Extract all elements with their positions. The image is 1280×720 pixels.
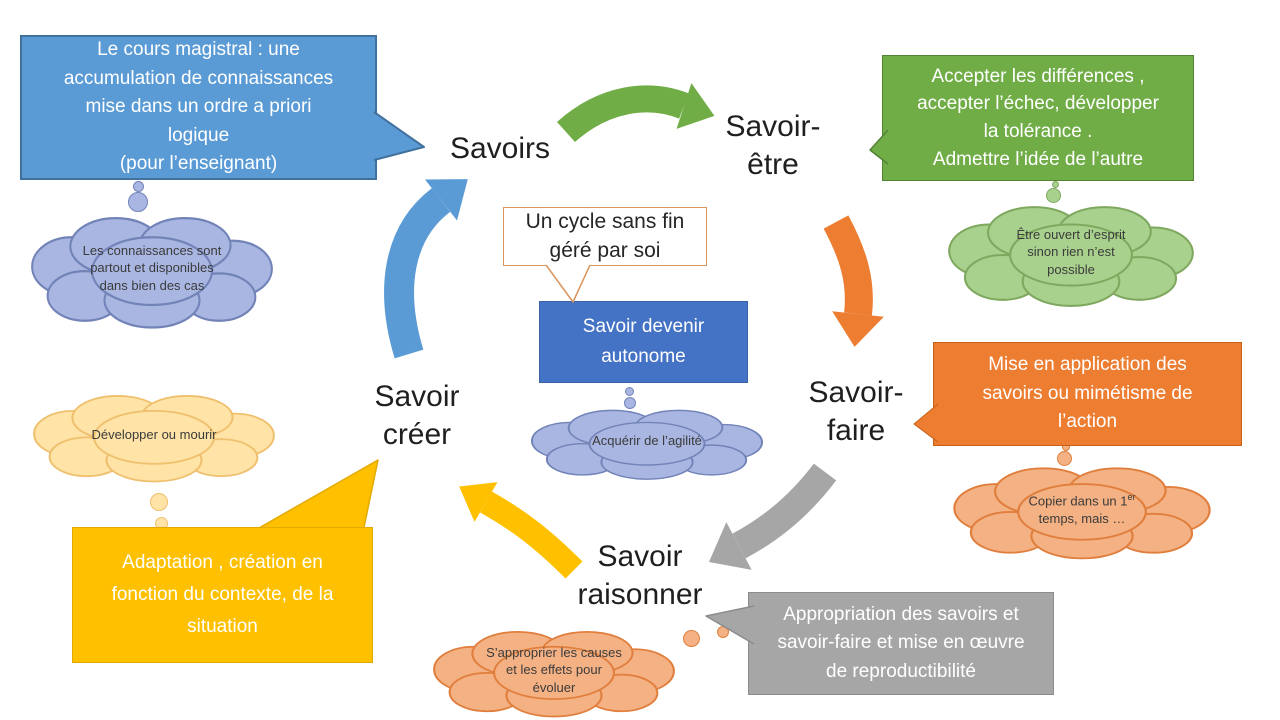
arrow-savoir-raisonner-to-savoir-creer [459,482,583,579]
thought-dot [133,181,144,192]
cloud-approprier-text: S’approprier les causes et les effets po… [486,644,622,695]
arrow-savoir-etre-to-savoir-faire [823,215,884,347]
cloud-ouvert-esprit: Être ouvert d’esprit sinon rien n’est po… [945,198,1197,310]
cloud-connaissances-text: Les connaissances sont partout et dispon… [82,242,222,293]
arrow-savoir-creer-to-savoirs [384,179,468,359]
thought-dot [683,630,700,647]
callout-accepter-pointer [869,129,889,165]
label-savoirs: Savoirs [449,132,551,165]
callout-cycle-sans-fin-pointer [545,264,591,303]
label-savoir-raisonner: Savoir raisonner [577,540,703,611]
cloud-developper: Développer ou mourir [30,388,278,485]
thought-dot [1052,181,1059,188]
cloud-ouvert-esprit-text: Être ouvert d’esprit sinon rien n’est po… [1016,226,1126,277]
label-savoir-etre: Savoir- être [725,110,821,181]
cloud-copier-sup: er [1127,491,1136,502]
thought-dot [150,493,168,511]
callout-cycle-sans-fin: Un cycle sans fin géré par soi [503,207,707,266]
callout-savoir-devenir: Savoir devenir autonome [539,301,748,383]
label-savoir-creer: Savoir créer [374,380,460,451]
arrow-savoir-faire-to-savoir-raisonner [708,463,837,570]
cloud-copier-part2: temps, mais … [1038,510,1126,526]
callout-adaptation: Adaptation , création en fonction du con… [72,527,373,663]
cloud-copier-text: Copier dans un 1er temps, mais … [950,460,1214,562]
thought-dot [624,397,636,409]
thought-dot [128,192,148,212]
cloud-copier-part1: Copier dans un 1 [1028,493,1128,509]
thought-dot [1046,188,1061,203]
cloud-developper-text: Développer ou mourir [91,426,217,442]
cloud-agilite: Acquérir de l’agilité [528,404,766,482]
callout-cours-magistral: Le cours magistral : une accumulation de… [20,35,377,180]
callout-mise-en-application: Mise en application des savoirs ou mimét… [933,342,1242,446]
callout-accepter: Accepter les différences , accepter l’éc… [882,55,1194,181]
callout-cours-magistral-pointer [373,111,425,161]
cloud-approprier: S’approprier les causes et les effets po… [430,624,678,720]
cloud-connaissances: Les connaissances sont partout et dispon… [28,208,276,332]
label-savoir-faire: Savoir- faire [808,376,904,447]
callout-mise-en-application-pointer [913,403,939,443]
thought-dot [625,387,634,396]
arrow-savoirs-to-savoir-etre [557,83,715,143]
callout-adaptation-pointer [251,459,379,533]
callout-appropriation-pointer [705,605,755,645]
callout-appropriation: Appropriation des savoirs et savoir-fair… [748,592,1054,695]
cloud-agilite-text: Acquérir de l’agilité [592,433,702,449]
cloud-copier: Copier dans un 1er temps, mais … [950,460,1214,562]
thought-dot [1057,451,1072,466]
